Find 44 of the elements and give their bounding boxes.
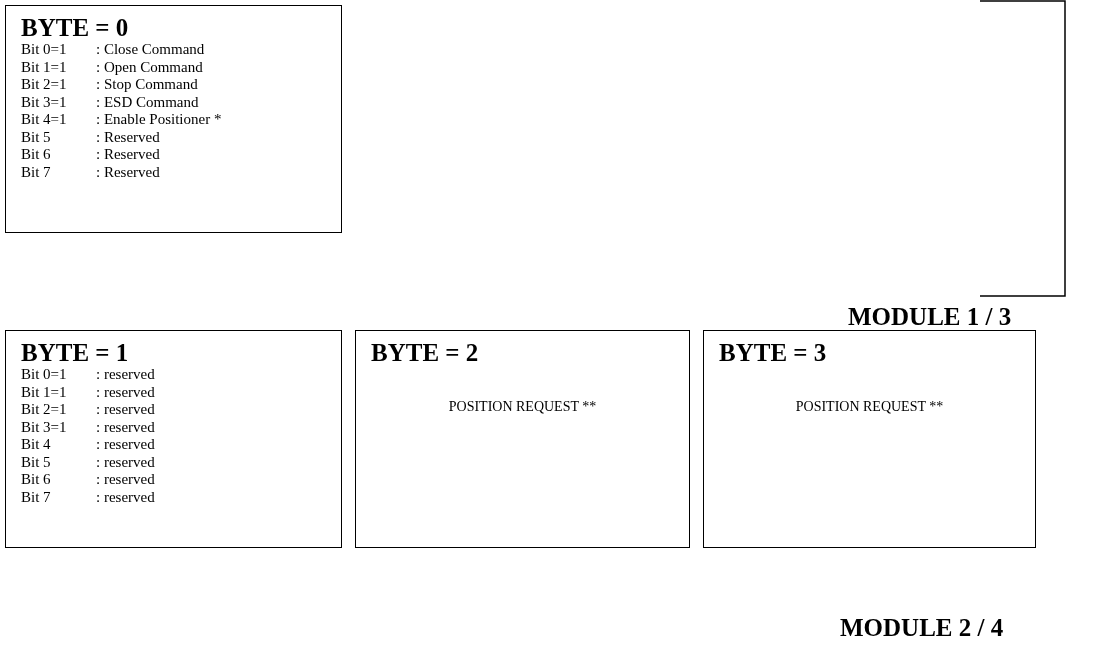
byte-box [5,5,342,233]
bit-description: : Open Command [96,58,204,76]
bit-description: : reserved [96,453,155,471]
bit-description: : Reserved [96,128,161,146]
byte-description: POSITION REQUEST ** [795,399,944,414]
byte-heading: BYTE = 3 [719,339,827,367]
byte-box [703,330,1036,548]
byte-heading: BYTE = 0 [21,14,129,42]
bit-label: Bit 4 [21,436,52,454]
bit-description: : reserved [96,488,155,506]
bit-description: : Enable Positioner * [96,111,222,129]
byte-heading: BYTE = 2 [371,339,479,367]
bit-label: Bit 3=1 [21,418,68,436]
bit-label: Bit 0=1 [21,366,68,384]
bit-label: Bit 5 [21,128,52,146]
byte-heading: BYTE = 1 [21,339,129,367]
bit-description: : reserved [96,471,155,489]
bit-description: : Close Command [96,41,206,59]
bit-description: : Reserved [96,146,161,164]
bit-label: Bit 1=1 [21,383,68,401]
byte-description: POSITION REQUEST ** [448,399,597,414]
bit-label: Bit 5 [21,453,52,471]
bit-description: : reserved [96,436,155,454]
bit-description: : reserved [96,383,155,401]
bit-label: Bit 4=1 [21,111,68,129]
byte-box [5,330,342,548]
bit-description: : reserved [96,366,155,384]
bit-label: Bit 0=1 [21,41,68,59]
bit-description: : ESD Command [96,93,200,111]
bit-label: Bit 6 [21,146,52,164]
bit-label: Bit 3=1 [21,93,68,111]
byte-box [355,330,690,548]
bit-label: Bit 1=1 [21,58,68,76]
bit-label: Bit 2=1 [21,401,68,419]
bit-description: : Stop Command [96,76,199,94]
bit-label: Bit 2=1 [21,76,68,94]
bit-label: Bit 7 [21,488,52,506]
bit-label: Bit 7 [21,163,52,181]
bit-description: : reserved [96,401,155,419]
module-label: MODULE 1 / 3 [848,303,1012,331]
bit-label: Bit 6 [21,471,52,489]
bit-description: : reserved [96,418,155,436]
module-label: MODULE 2 / 4 [840,614,1004,642]
bit-description: : Reserved [96,163,161,181]
